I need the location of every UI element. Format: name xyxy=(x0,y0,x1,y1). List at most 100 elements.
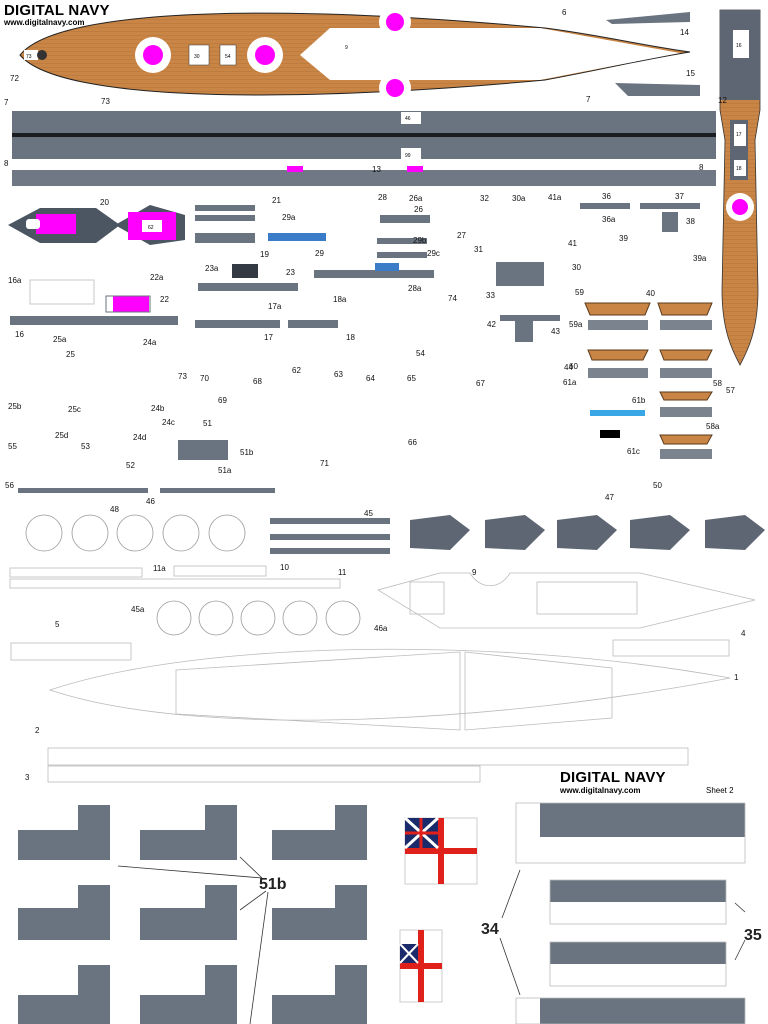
part-label: 20 xyxy=(100,198,109,207)
part-label: 32 xyxy=(480,194,489,203)
part-label: 73 xyxy=(178,372,187,381)
part-label: 29a xyxy=(282,213,296,222)
part-label: 50 xyxy=(653,481,662,490)
part-label: 29b xyxy=(413,236,427,245)
part-label: 37 xyxy=(675,192,684,201)
part-label: 38 xyxy=(686,217,695,226)
part-label: 73 xyxy=(101,97,110,106)
part-number: 34 xyxy=(481,921,499,938)
deck-number: 30 xyxy=(194,54,200,60)
boat-parts xyxy=(584,302,713,459)
part-label: 62 xyxy=(292,366,301,375)
part-label: 28a xyxy=(408,284,422,293)
brand-title: DIGITAL NAVY xyxy=(4,2,110,19)
part-label: 10 xyxy=(280,563,289,572)
part-label: 59a xyxy=(569,320,583,329)
ensign-flag-small xyxy=(399,929,443,1003)
part-label: 46a xyxy=(374,624,388,633)
part-label: 44 xyxy=(564,363,573,372)
part-label: 61c xyxy=(627,447,640,456)
deck-number: 9 xyxy=(345,45,348,51)
part-number: 62 xyxy=(148,225,154,231)
part-label: 59 xyxy=(575,288,584,297)
part-label: 51b xyxy=(240,448,254,457)
part-label: 40 xyxy=(646,289,655,298)
part-label: 74 xyxy=(448,294,457,303)
part-label: 29 xyxy=(315,249,324,258)
part-label: 26a xyxy=(409,194,423,203)
part-label: 23a xyxy=(205,264,219,273)
part-label: 45 xyxy=(364,509,373,518)
part-label: 60 xyxy=(569,362,578,371)
small-parts xyxy=(10,203,700,554)
part-label: 8 xyxy=(699,163,704,172)
part-label: 21 xyxy=(272,196,281,205)
main-deck-part: 30 54 73 9 xyxy=(19,6,691,104)
part-15 xyxy=(615,83,700,96)
part-label: 43 xyxy=(551,327,560,336)
part-label: 56 xyxy=(5,481,14,490)
part-label: 41a xyxy=(548,193,562,202)
deck-number: 73 xyxy=(26,54,32,60)
part-label: 65 xyxy=(407,374,416,383)
brand-url-sheet2: www.digitalnavy.com xyxy=(560,786,641,795)
part-label: 46 xyxy=(146,497,155,506)
vertical-deck-part: 16 17 18 xyxy=(719,9,761,366)
hull-number: 46 xyxy=(405,116,411,122)
part-label: 47 xyxy=(605,493,614,502)
part-label: 7 xyxy=(586,95,591,104)
part-label: 42 xyxy=(487,320,496,329)
part-label: 25b xyxy=(8,402,22,411)
part-label: 51 xyxy=(203,419,212,428)
deck-number: 16 xyxy=(736,43,742,49)
superstructure-parts: 62 xyxy=(8,205,185,245)
part-label: 41 xyxy=(568,239,577,248)
part-label: 31 xyxy=(474,245,483,254)
part-label: 69 xyxy=(218,396,227,405)
part-label: 33 xyxy=(486,291,495,300)
part-label: 28 xyxy=(378,193,387,202)
part-label: 18 xyxy=(346,333,355,342)
part-label: 66 xyxy=(408,438,417,447)
turret-parts xyxy=(410,515,765,550)
part-label: 14 xyxy=(680,28,689,37)
part-label: 22a xyxy=(150,273,164,282)
part-label: 48 xyxy=(110,505,119,514)
part-number: 35 xyxy=(744,927,762,944)
deck-number: 17 xyxy=(736,132,742,138)
part-label: 63 xyxy=(334,370,343,379)
deck-number: 18 xyxy=(736,166,742,172)
disc-parts xyxy=(25,514,361,636)
hull-side-strips: 46 99 xyxy=(12,111,716,186)
part-label: 24c xyxy=(162,418,175,427)
part-label: 29c xyxy=(427,249,440,258)
part-label: 16a xyxy=(8,276,22,285)
part-label: 68 xyxy=(253,377,262,386)
part-label: 12 xyxy=(718,96,727,105)
part-label: 53 xyxy=(81,442,90,451)
part-label: 55 xyxy=(8,442,17,451)
part-label: 30a xyxy=(512,194,526,203)
part-label: 30 xyxy=(572,263,581,272)
part-label: 13 xyxy=(372,165,381,174)
part-label: 58a xyxy=(706,422,720,431)
part-label: 26 xyxy=(414,205,423,214)
part-label: 17a xyxy=(268,302,282,311)
part-label: 27 xyxy=(457,231,466,240)
part-label: 23 xyxy=(286,268,295,277)
part-label: 6 xyxy=(562,8,567,17)
part-label: 71 xyxy=(320,459,329,468)
part-label: 54 xyxy=(416,349,425,358)
part-label: 36a xyxy=(602,215,616,224)
part-label: 1 xyxy=(734,673,739,682)
part-label: 24b xyxy=(151,404,165,413)
part-label: 24a xyxy=(143,338,157,347)
part-label: 36 xyxy=(602,192,611,201)
part-label: 39a xyxy=(693,254,707,263)
part-label: 19 xyxy=(260,250,269,259)
part-label: 5 xyxy=(55,620,60,629)
part-label: 11a xyxy=(153,564,166,573)
part-label: 2 xyxy=(35,726,40,735)
part-label: 15 xyxy=(686,69,695,78)
